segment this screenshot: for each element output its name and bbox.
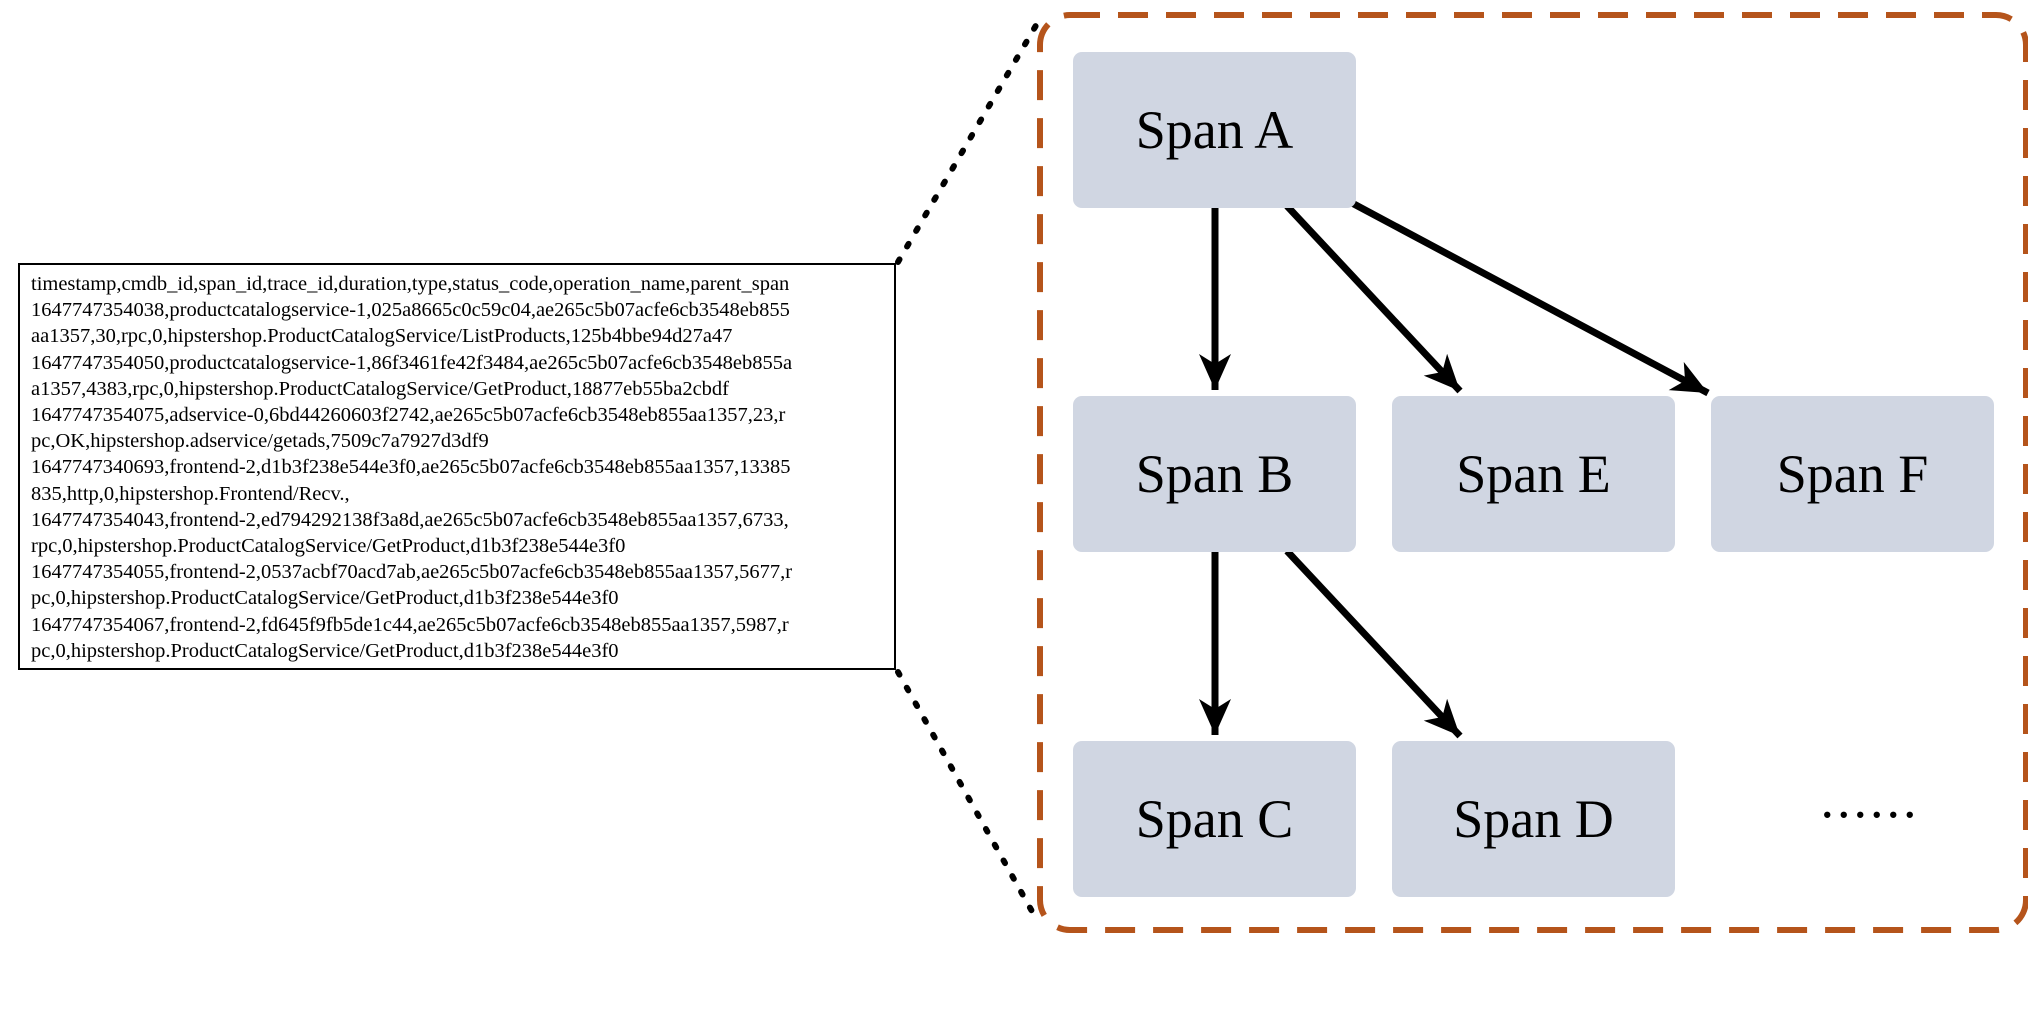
span-label-f: Span F bbox=[1776, 444, 1929, 504]
span-node-d: Span D bbox=[1392, 741, 1675, 897]
span-label-d: Span D bbox=[1453, 789, 1614, 849]
log-line: 1647747354055,frontend-2,0537acbf70acd7a… bbox=[31, 561, 793, 584]
span-node-f: Span F bbox=[1711, 396, 1994, 552]
log-line: rpc,0,hipstershop.ProductCatalogService/… bbox=[31, 535, 626, 558]
log-line: 1647747354075,adservice-0,6bd44260603f27… bbox=[31, 404, 786, 427]
log-line: 1647747340693,frontend-2,d1b3f238e544e3f… bbox=[31, 456, 791, 479]
more-spans-ellipsis: ...... bbox=[1820, 769, 1920, 829]
span-node-b: Span B bbox=[1073, 396, 1356, 552]
log-line: a1357,4383,rpc,0,hipstershop.ProductCata… bbox=[31, 377, 729, 400]
span-label-e: Span E bbox=[1456, 444, 1611, 504]
trace-log-box: timestamp,cmdb_id,span_id,trace_id,durat… bbox=[18, 263, 896, 670]
span-label-a: Span A bbox=[1135, 100, 1294, 160]
log-line: 835,http,0,hipstershop.Frontend/Recv., bbox=[31, 482, 350, 505]
zoom-connector-top bbox=[895, 19, 1041, 265]
edges-layer bbox=[1199, 199, 1710, 739]
trace-region-border bbox=[1037, 12, 2028, 933]
edge-a-e bbox=[1284, 203, 1463, 394]
log-line: timestamp,cmdb_id,span_id,trace_id,durat… bbox=[31, 273, 790, 295]
zoom-connector-bottom bbox=[895, 669, 1041, 925]
log-line: 1647747354067,frontend-2,fd645f9fb5de1c4… bbox=[31, 613, 789, 636]
log-line: pc,0,hipstershop.ProductCatalogService/G… bbox=[31, 587, 619, 610]
span-label-b: Span B bbox=[1135, 444, 1294, 504]
log-line: 1647747354038,productcatalogservice-1,02… bbox=[31, 299, 790, 322]
log-line: pc,OK,hipstershop.adservice/getads,7509c… bbox=[31, 430, 489, 453]
edge-a-f bbox=[1350, 199, 1710, 397]
log-line: aa1357,30,rpc,0,hipstershop.ProductCatal… bbox=[31, 325, 733, 348]
edge-b-d bbox=[1284, 548, 1463, 739]
log-line: 1647747354050,productcatalogservice-1,86… bbox=[31, 351, 793, 374]
span-node-a: Span A bbox=[1073, 52, 1356, 208]
span-node-c: Span C bbox=[1073, 741, 1356, 897]
log-line: pc,0,hipstershop.ProductCatalogService/G… bbox=[31, 639, 619, 662]
span-node-e: Span E bbox=[1392, 396, 1675, 552]
log-line: 1647747354043,frontend-2,ed794292138f3a8… bbox=[31, 508, 789, 531]
span-label-c: Span C bbox=[1135, 789, 1294, 849]
